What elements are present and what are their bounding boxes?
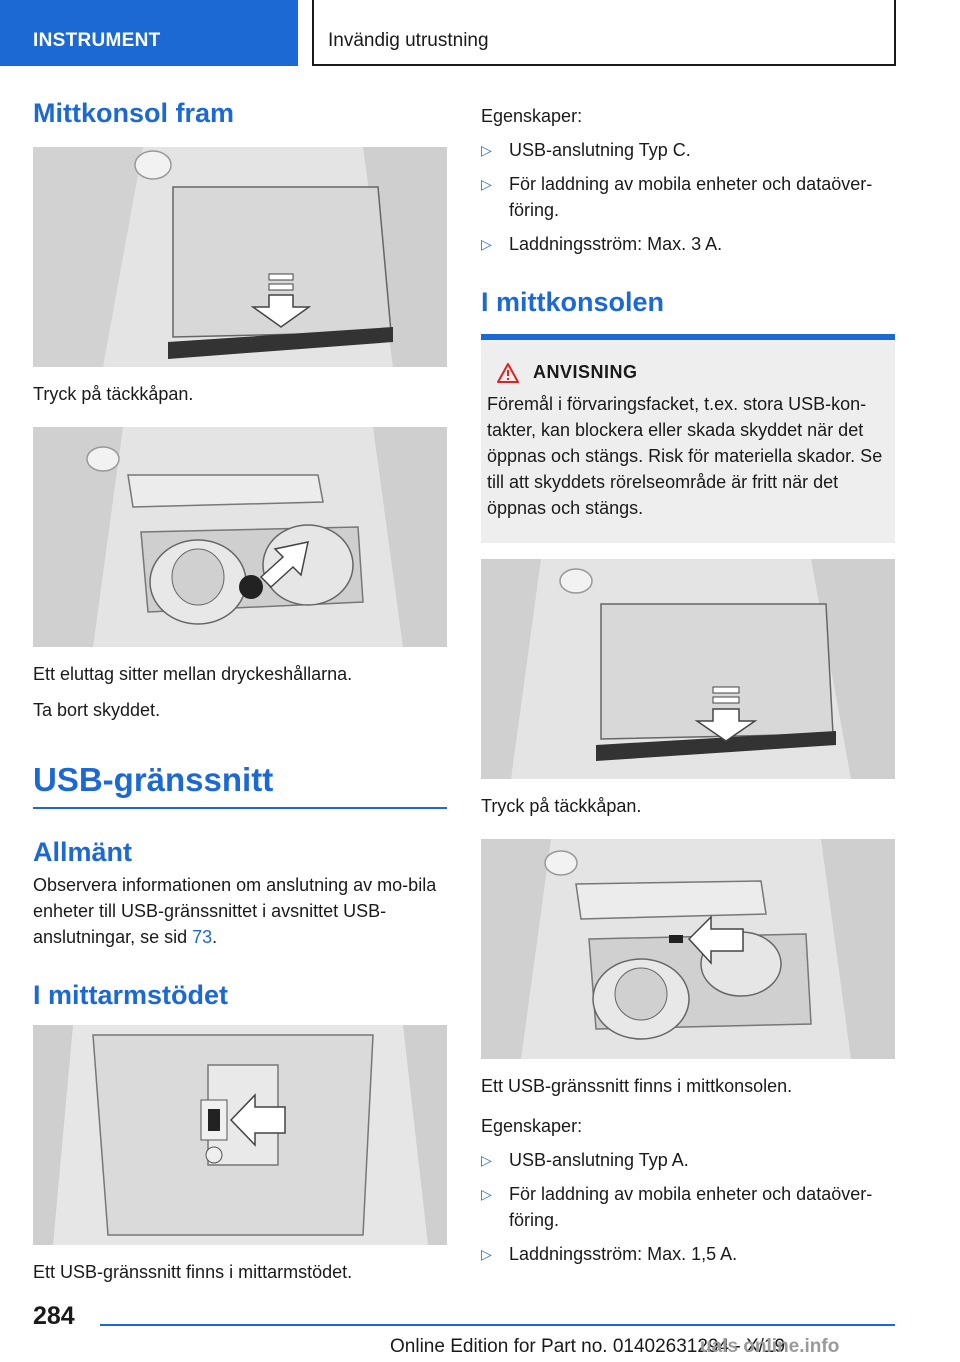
warning-triangle-icon [497, 362, 519, 383]
footer-edition: Online Edition for Part no. 01402631294 … [390, 1336, 786, 1357]
notice-title: ANVISNING [533, 362, 638, 382]
photo-armrest-usb [33, 1025, 447, 1245]
heading-general: Allmänt [33, 837, 133, 867]
heading-front-console: Mittkonsol fram [33, 98, 235, 128]
list-item: ▷Laddningsström: Max. 1,5 A. [481, 1241, 895, 1267]
caption-outlet: Ett eluttag sitter mellan dryckeshållarn… [33, 664, 353, 684]
caption-press-cover-2: Tryck på täckkåpan. [481, 796, 642, 816]
bullet-triangle-icon: ▷ [481, 176, 492, 192]
props-list-console: ▷USB-anslutning Typ A. ▷För laddning av … [481, 1147, 895, 1267]
left-column: Mittkonsol fram Tryck på täckkåpan. [33, 98, 447, 1285]
page-link[interactable]: 73 [192, 927, 213, 947]
header-subsection-box: Invändig utrustning [312, 0, 896, 66]
list-item: ▷För laddning av mobila enheter och data… [481, 1181, 895, 1233]
list-item: ▷Laddningsström: Max. 3 A. [481, 231, 895, 257]
caption-remove-cover: Ta bort skyddet. [33, 700, 161, 720]
heading-armrest: I mittarmstödet [33, 980, 229, 1010]
photo-console-cover-2 [481, 559, 895, 779]
bullet-triangle-icon: ▷ [481, 236, 492, 252]
watermark: uals online.info [700, 1336, 840, 1357]
footer-rule [100, 1324, 895, 1326]
list-item: ▷USB-anslutning Typ C. [481, 137, 895, 163]
header-subsection-label: Invändig utrustning [328, 30, 489, 51]
header-section-tab: INSTRUMENT [0, 0, 298, 66]
heading-usb-interface: USB-gränssnitt [33, 761, 274, 798]
caption-armrest-usb: Ett USB-gränssnitt finns i mittarmstödet… [33, 1262, 353, 1282]
props-label-front: Egenskaper: [481, 106, 583, 126]
bullet-triangle-icon: ▷ [481, 1152, 492, 1168]
heading-center-console: I mittkonsolen [481, 287, 665, 317]
props-list-front: ▷USB-anslutning Typ C. ▷För laddning av … [481, 137, 895, 257]
props-label-console: Egenskaper: [481, 1116, 583, 1136]
right-column: Egenskaper: ▷USB-anslutning Typ C. ▷För … [481, 103, 895, 1267]
general-paragraph: Observera informationen om anslutning av… [33, 875, 437, 947]
caption-press-cover: Tryck på täckkåpan. [33, 384, 194, 404]
photo-console-cover [33, 147, 447, 367]
notice-box: ANVISNING Föremål i förvaringsfacket, t.… [481, 340, 895, 543]
notice-top-rule [481, 334, 895, 340]
list-item: ▷USB-anslutning Typ A. [481, 1147, 895, 1173]
header-section-label: INSTRUMENT [33, 30, 161, 51]
list-item: ▷För laddning av mobila enheter och data… [481, 171, 895, 223]
photo-console-usb [481, 839, 895, 1059]
photo-open-cupholders [33, 427, 447, 647]
heading-rule [33, 807, 447, 809]
notice-header: ANVISNING [487, 362, 885, 383]
caption-console-usb: Ett USB-gränssnitt finns i mittkonsolen. [481, 1076, 793, 1096]
page-number: 284 [33, 1302, 75, 1330]
bullet-triangle-icon: ▷ [481, 142, 492, 158]
notice-text: Föremål i förvaringsfacket, t.ex. stora … [487, 394, 883, 518]
bullet-triangle-icon: ▷ [481, 1246, 492, 1262]
bullet-triangle-icon: ▷ [481, 1186, 492, 1202]
